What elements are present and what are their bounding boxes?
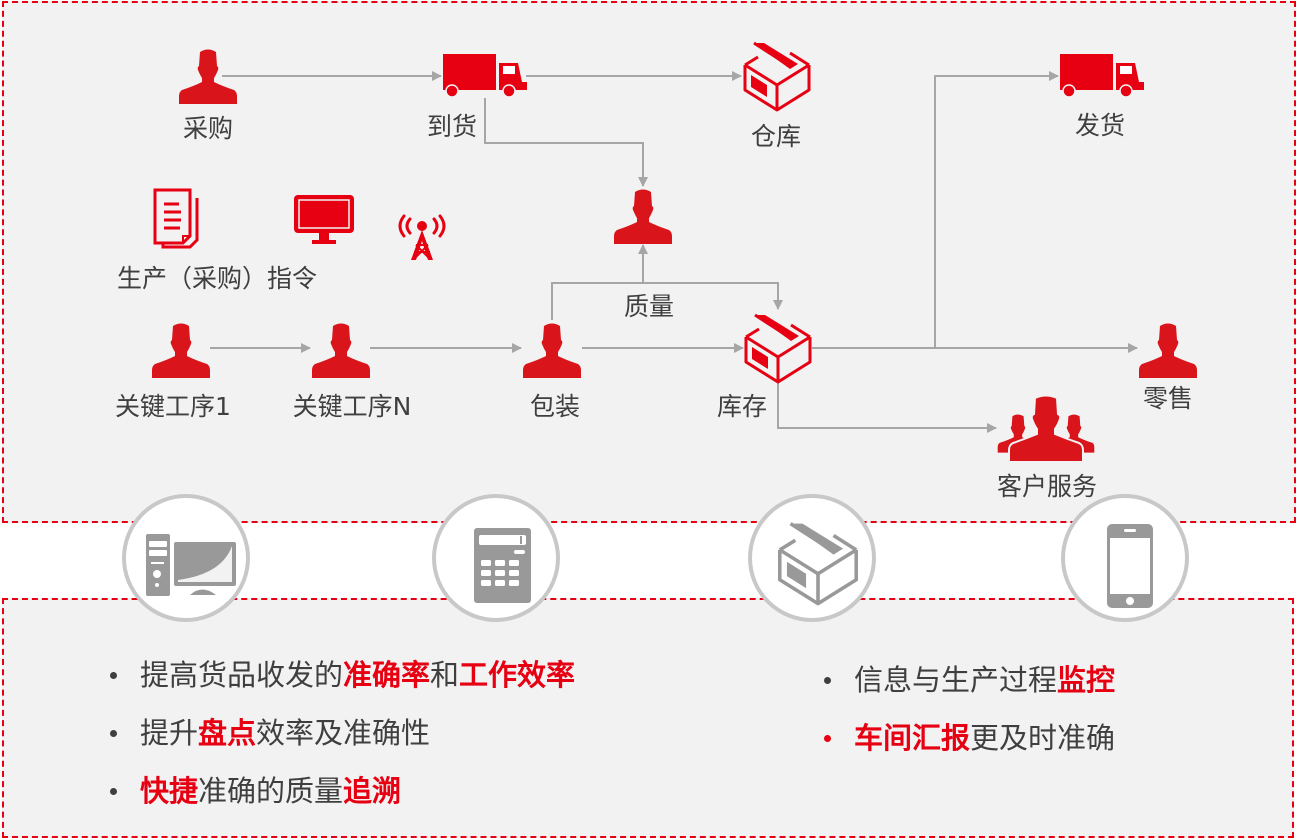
highlight-text: 快捷 [140, 774, 199, 808]
feature-circle-calculator [432, 494, 560, 622]
benefits-list-right: 信息与生产过程监控 车间汇报更及时准确 [820, 651, 1115, 767]
highlight-text: 准确率 [343, 658, 431, 692]
node-label-retail: 零售 [1142, 384, 1194, 413]
node-label-processN: 关键工序N [292, 392, 412, 421]
feature-circle-computer [122, 494, 250, 622]
plain-text: 更及时准确 [970, 721, 1116, 755]
bullet-dot [824, 735, 831, 742]
benefit-item: 提高货品收发的准确率和工作效率 [106, 646, 575, 704]
benefit-text: 提高货品收发的准确率和工作效率 [140, 658, 575, 692]
monitor-icon [294, 195, 354, 244]
highlight-text: 监控 [1057, 663, 1116, 697]
truck-icon [443, 52, 529, 98]
person-icon [311, 322, 371, 378]
node-label-packing: 包装 [529, 392, 581, 421]
feature-circle-box [748, 494, 876, 622]
node-label-warehouse: 仓库 [750, 122, 802, 151]
box-icon [742, 40, 812, 112]
feature-circle-smartphone [1061, 494, 1189, 622]
node-label-instruction: 生产（采购）指令 [116, 264, 318, 293]
highlight-text: 车间汇报 [854, 721, 971, 755]
desktop-computer-icon [146, 534, 236, 596]
benefits-panel [2, 598, 1294, 838]
node-label-quality: 质量 [623, 292, 675, 321]
plain-text: 信息与生产过程 [854, 663, 1058, 697]
plain-text: 提升 [140, 716, 199, 750]
bullet-dot [110, 672, 117, 679]
person-icon [522, 322, 582, 378]
box-icon [743, 312, 813, 384]
group-icon [997, 396, 1095, 462]
document-icon [153, 188, 199, 249]
highlight-text: 追溯 [343, 774, 402, 808]
benefit-item: 提升盘点效率及准确性 [106, 704, 575, 762]
calculator-icon [474, 528, 531, 603]
truck-icon [1060, 52, 1146, 98]
bullet-dot [110, 730, 117, 737]
node-label-process1: 关键工序1 [115, 392, 231, 421]
highlight-text: 工作效率 [459, 658, 576, 692]
benefit-text: 车间汇报更及时准确 [854, 721, 1115, 755]
highlight-text: 盘点 [198, 716, 257, 750]
bullet-dot [110, 788, 117, 795]
bullet-dot [824, 677, 831, 684]
plain-text: 准确的质量 [198, 774, 344, 808]
benefit-item: 快捷准确的质量追溯 [106, 762, 575, 820]
node-label-shipping: 发货 [1074, 111, 1126, 140]
person-icon [613, 188, 673, 244]
box-icon [777, 521, 859, 606]
benefits-list-left: 提高货品收发的准确率和工作效率 提升盘点效率及准确性 快捷准确的质量追溯 [106, 646, 575, 820]
person-icon [178, 48, 238, 104]
plain-text: 效率及准确性 [256, 716, 431, 750]
person-icon [1138, 322, 1198, 378]
benefit-text: 提升盘点效率及准确性 [140, 716, 430, 750]
node-label-customer-service: 客户服务 [996, 472, 1098, 501]
benefit-text: 快捷准确的质量追溯 [140, 774, 401, 808]
benefit-item: 信息与生产过程监控 [820, 651, 1115, 709]
benefit-item: 车间汇报更及时准确 [820, 709, 1115, 767]
plain-text: 提高货品收发的 [140, 658, 344, 692]
plain-text: 和 [430, 658, 460, 692]
node-label-arrival: 到货 [426, 112, 478, 141]
node-label-inventory: 库存 [716, 392, 768, 421]
benefit-text: 信息与生产过程监控 [854, 663, 1115, 697]
smartphone-icon [1107, 524, 1153, 608]
person-icon [151, 322, 211, 378]
node-label-purchase: 采购 [182, 114, 234, 143]
signal-tower-icon [398, 214, 446, 260]
